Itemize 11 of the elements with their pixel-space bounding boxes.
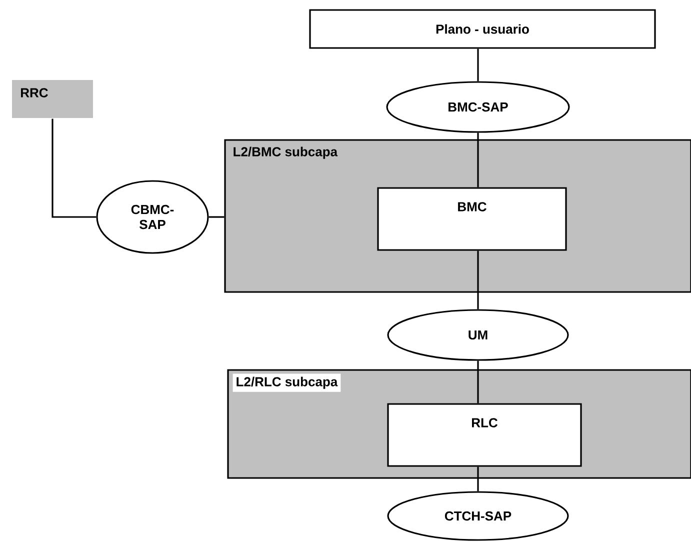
connector-line <box>208 216 224 218</box>
process-box: Plano - usuario <box>309 9 656 49</box>
connector-line <box>477 360 479 404</box>
process-box: RLC <box>387 403 582 467</box>
process-box: BMC <box>377 187 567 251</box>
connector-line <box>477 132 479 188</box>
layer-tag: RRC <box>12 80 93 118</box>
connector-line <box>477 466 479 492</box>
connector-line <box>477 250 479 310</box>
connector-line <box>52 118 96 218</box>
connector-line <box>477 48 479 82</box>
